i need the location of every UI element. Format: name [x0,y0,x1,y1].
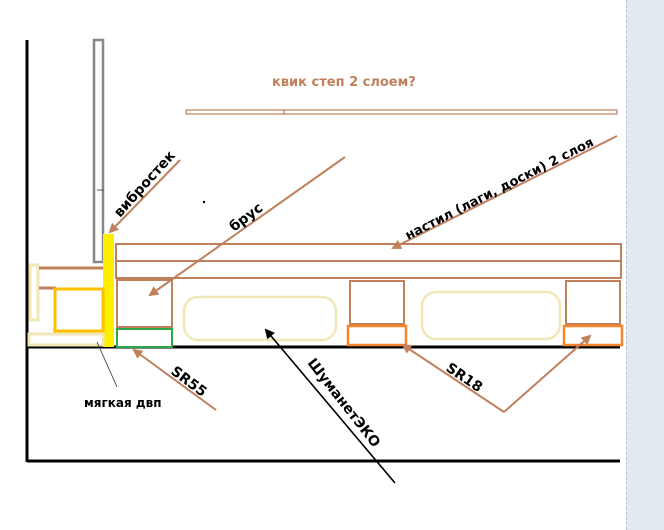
deck-layer-top [115,243,622,262]
beam-3 [565,280,621,325]
insulation-2 [420,290,562,341]
sr18-pad-1 [346,324,408,347]
leader-soft-dvp [96,341,118,388]
insulation-1 [182,295,338,342]
sr55-pad [116,328,173,348]
label-sr55: SR55 [168,363,210,400]
beam-2 [349,280,405,325]
label-soft-dvp: мягкая двп [84,396,161,410]
arrow-sr18-left [401,343,505,413]
gold-box [53,287,105,333]
quickstep-layer-2 [283,109,618,115]
beam-1 [116,279,173,328]
soft-dvp-board [27,332,105,347]
label-vibrostek: вибростек [111,148,179,221]
wall-panel [92,38,105,264]
vibrostek-strip [103,234,114,347]
arrow-sr18-right [503,334,592,413]
label-shumanet: ШуманетЭКО [304,356,383,451]
stray-dot [202,200,206,204]
arrow-sr55 [132,348,217,411]
arrow-brus [148,156,346,297]
sr18-pad-2 [562,324,624,347]
arrow-shumanet [264,328,396,484]
title-label: квик степ 2 слоем? [272,75,416,90]
label-sr18: SR18 [443,360,485,396]
baseboard-upright [28,263,40,322]
side-panel [626,0,664,530]
deck-layer-bottom [115,260,622,279]
label-nastil: настил (лаги, доски) 2 слоя [403,135,596,243]
quickstep-layer [185,109,285,115]
arrow-nastil [391,135,618,249]
arrow-vibrostek [108,159,181,234]
